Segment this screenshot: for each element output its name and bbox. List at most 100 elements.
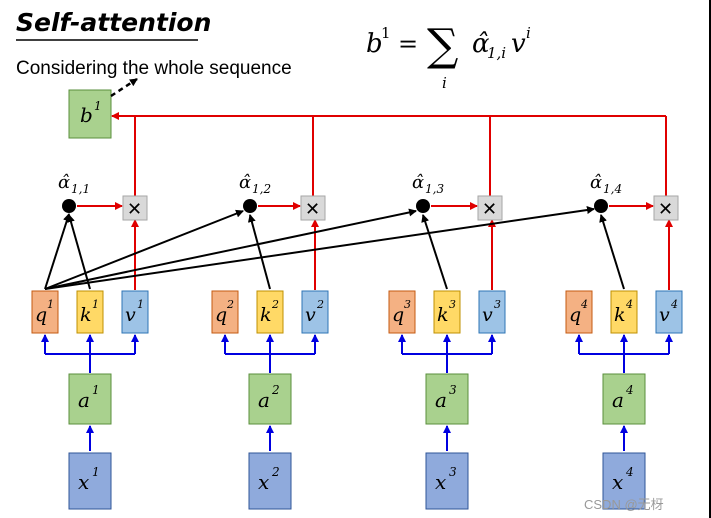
svg-text:✕: ✕ bbox=[305, 199, 320, 220]
attention-score-3: α̂1,3 bbox=[412, 172, 444, 213]
svg-text:q: q bbox=[392, 304, 404, 326]
svg-text:1: 1 bbox=[47, 298, 54, 311]
svg-text:3: 3 bbox=[494, 298, 501, 311]
formula-sum: ∑ bbox=[427, 20, 458, 71]
svg-text:k: k bbox=[80, 304, 92, 326]
formula-sum-sub: i bbox=[442, 74, 447, 92]
svg-text:1: 1 bbox=[137, 298, 144, 311]
svg-text:k: k bbox=[614, 304, 626, 326]
svg-text:1,2: 1,2 bbox=[252, 182, 271, 196]
svg-text:2: 2 bbox=[226, 298, 234, 311]
attention-score-4: α̂1,4 bbox=[590, 172, 622, 213]
svg-text:1: 1 bbox=[92, 298, 99, 311]
svg-text:2: 2 bbox=[271, 298, 279, 311]
svg-text:3: 3 bbox=[404, 298, 411, 311]
dashed-arrow bbox=[110, 77, 138, 98]
svg-text:k: k bbox=[260, 304, 272, 326]
formula-lhs-sup: 1 bbox=[381, 24, 391, 42]
svg-text:✕: ✕ bbox=[658, 199, 673, 220]
svg-text:1,1: 1,1 bbox=[71, 182, 90, 196]
key-to-score-arrow-4 bbox=[599, 214, 625, 290]
multiply-box-1: ✕ bbox=[122, 195, 148, 221]
svg-text:4: 4 bbox=[625, 383, 634, 397]
multiply-box-4: ✕ bbox=[653, 195, 679, 221]
projection-arrows-4 bbox=[575, 334, 673, 451]
watermark: CSDN @无枒 bbox=[584, 497, 664, 512]
svg-text:x: x bbox=[258, 470, 269, 494]
svg-text:a: a bbox=[78, 388, 90, 412]
query-to-score-arrows bbox=[44, 206, 595, 290]
key-to-score-arrow-1 bbox=[67, 214, 91, 290]
svg-text:4: 4 bbox=[580, 298, 588, 311]
red-output-bus bbox=[111, 112, 667, 196]
projection-arrows-2 bbox=[221, 334, 319, 451]
output-b1-base: b bbox=[80, 103, 93, 127]
svg-text:3: 3 bbox=[449, 298, 456, 311]
svg-text:v: v bbox=[305, 304, 316, 326]
svg-text:4: 4 bbox=[625, 465, 634, 479]
svg-text:a: a bbox=[612, 388, 624, 412]
svg-text:q: q bbox=[215, 304, 227, 326]
subtitle: Considering the whole sequence bbox=[16, 58, 292, 79]
key-to-score-arrow-2 bbox=[247, 214, 271, 290]
svg-text:x: x bbox=[78, 470, 89, 494]
svg-text:1: 1 bbox=[92, 465, 100, 479]
svg-text:a: a bbox=[258, 388, 270, 412]
svg-text:✕: ✕ bbox=[127, 199, 142, 220]
right-border bbox=[709, 0, 711, 518]
svg-text:q: q bbox=[35, 304, 47, 326]
svg-text:1: 1 bbox=[92, 383, 100, 397]
output-b1: b 1 bbox=[68, 89, 112, 139]
svg-text:1,4: 1,4 bbox=[603, 182, 622, 196]
svg-text:α̂: α̂ bbox=[58, 172, 70, 193]
svg-text:✕: ✕ bbox=[482, 199, 497, 220]
formula: b 1 = ∑ i α̂ 1,i v i bbox=[366, 20, 531, 92]
svg-text:2: 2 bbox=[271, 465, 280, 479]
projection-arrows-1 bbox=[41, 334, 139, 451]
svg-text:4: 4 bbox=[625, 298, 633, 311]
output-b1-sup: 1 bbox=[94, 99, 102, 113]
svg-text:2: 2 bbox=[316, 298, 324, 311]
svg-text:1,3: 1,3 bbox=[425, 182, 444, 196]
svg-text:v: v bbox=[482, 304, 493, 326]
svg-text:q: q bbox=[569, 304, 581, 326]
svg-text:x: x bbox=[435, 470, 446, 494]
svg-text:2: 2 bbox=[271, 383, 280, 397]
svg-text:α̂: α̂ bbox=[412, 172, 424, 193]
svg-text:4: 4 bbox=[670, 298, 678, 311]
svg-text:α̂: α̂ bbox=[590, 172, 602, 193]
title: Self-attention bbox=[16, 8, 211, 37]
attention-score-1: α̂1,1 bbox=[58, 172, 90, 213]
formula-equals: = bbox=[398, 30, 418, 58]
formula-v: v bbox=[511, 29, 526, 59]
formula-lhs: b bbox=[366, 29, 383, 59]
attention-score-2: α̂1,2 bbox=[239, 172, 271, 213]
svg-text:v: v bbox=[659, 304, 670, 326]
key-to-score-arrow-3 bbox=[421, 214, 448, 290]
multiply-box-3: ✕ bbox=[477, 195, 503, 221]
projection-arrows-3 bbox=[398, 334, 496, 451]
svg-text:k: k bbox=[437, 304, 449, 326]
svg-text:3: 3 bbox=[449, 465, 457, 479]
